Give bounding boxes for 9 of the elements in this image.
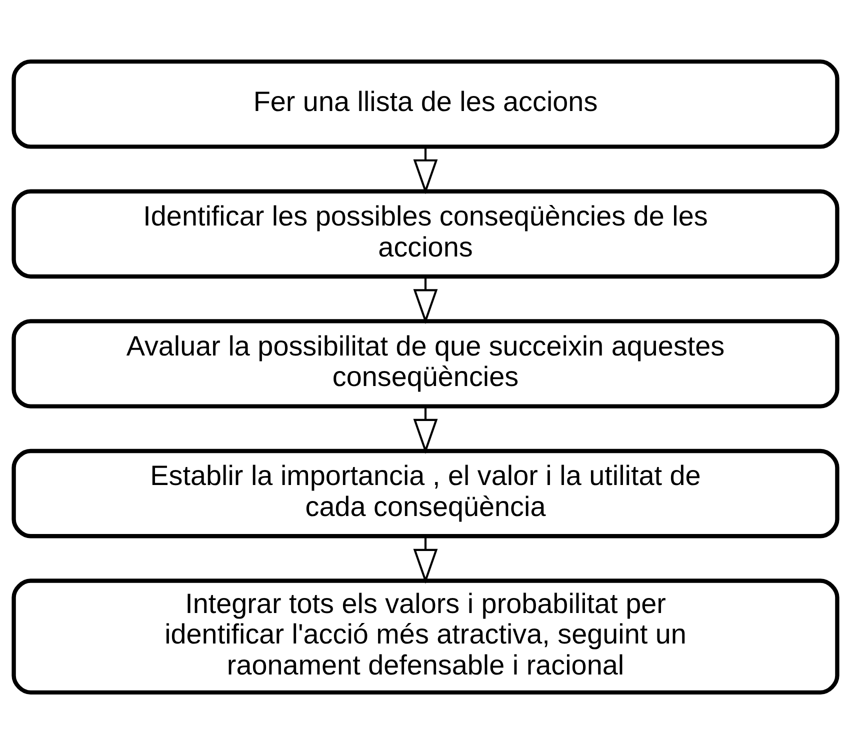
arrow — [413, 536, 438, 584]
arrow — [413, 276, 438, 324]
node-box: Identificar les possibles conseqüències de les accions — [12, 188, 840, 278]
node-box: Fer una llista de les accions — [12, 59, 840, 148]
arrow — [413, 406, 438, 454]
arrow — [413, 146, 438, 194]
node-box: Avaluar la possibilitat de que succeixin aquestes conseqüències — [12, 318, 840, 408]
node-box: Establir la importancia , el valor i la utilitat de cada conseqüència — [12, 448, 840, 538]
node-box: Integrar tots els valors i probabilitat per identificar l'acció més atractiva, seguint un raonament defensable i racional — [12, 578, 840, 694]
